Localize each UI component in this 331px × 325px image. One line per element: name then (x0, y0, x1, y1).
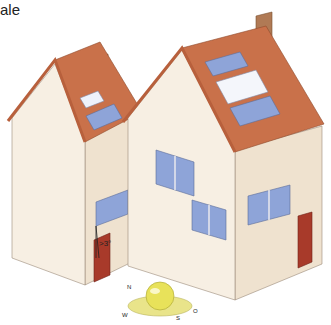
skylight-white (80, 91, 104, 108)
compass-ball (146, 282, 174, 310)
big-house-side-wall (235, 126, 322, 300)
page-heading: ale (0, 2, 20, 17)
compass-letter: S (176, 315, 180, 321)
compass-letter: N (127, 284, 131, 290)
window (96, 190, 128, 226)
roof-window-blue (205, 52, 248, 76)
angle-line (96, 226, 99, 258)
window (156, 150, 194, 196)
roof-window-blue (230, 96, 280, 126)
window-bar (208, 205, 210, 235)
compass-letter: O (193, 308, 198, 314)
small-roof-edge (8, 60, 85, 142)
door (298, 212, 312, 268)
compass-highlight (150, 288, 160, 294)
angle-label: >3° (99, 240, 111, 248)
window-bar (174, 156, 176, 190)
window-bar (268, 190, 270, 220)
window (248, 185, 290, 225)
window (192, 200, 226, 240)
compass-letter: W (122, 312, 128, 318)
skylight-blue (86, 104, 122, 130)
small-house-side-wall (85, 116, 132, 285)
